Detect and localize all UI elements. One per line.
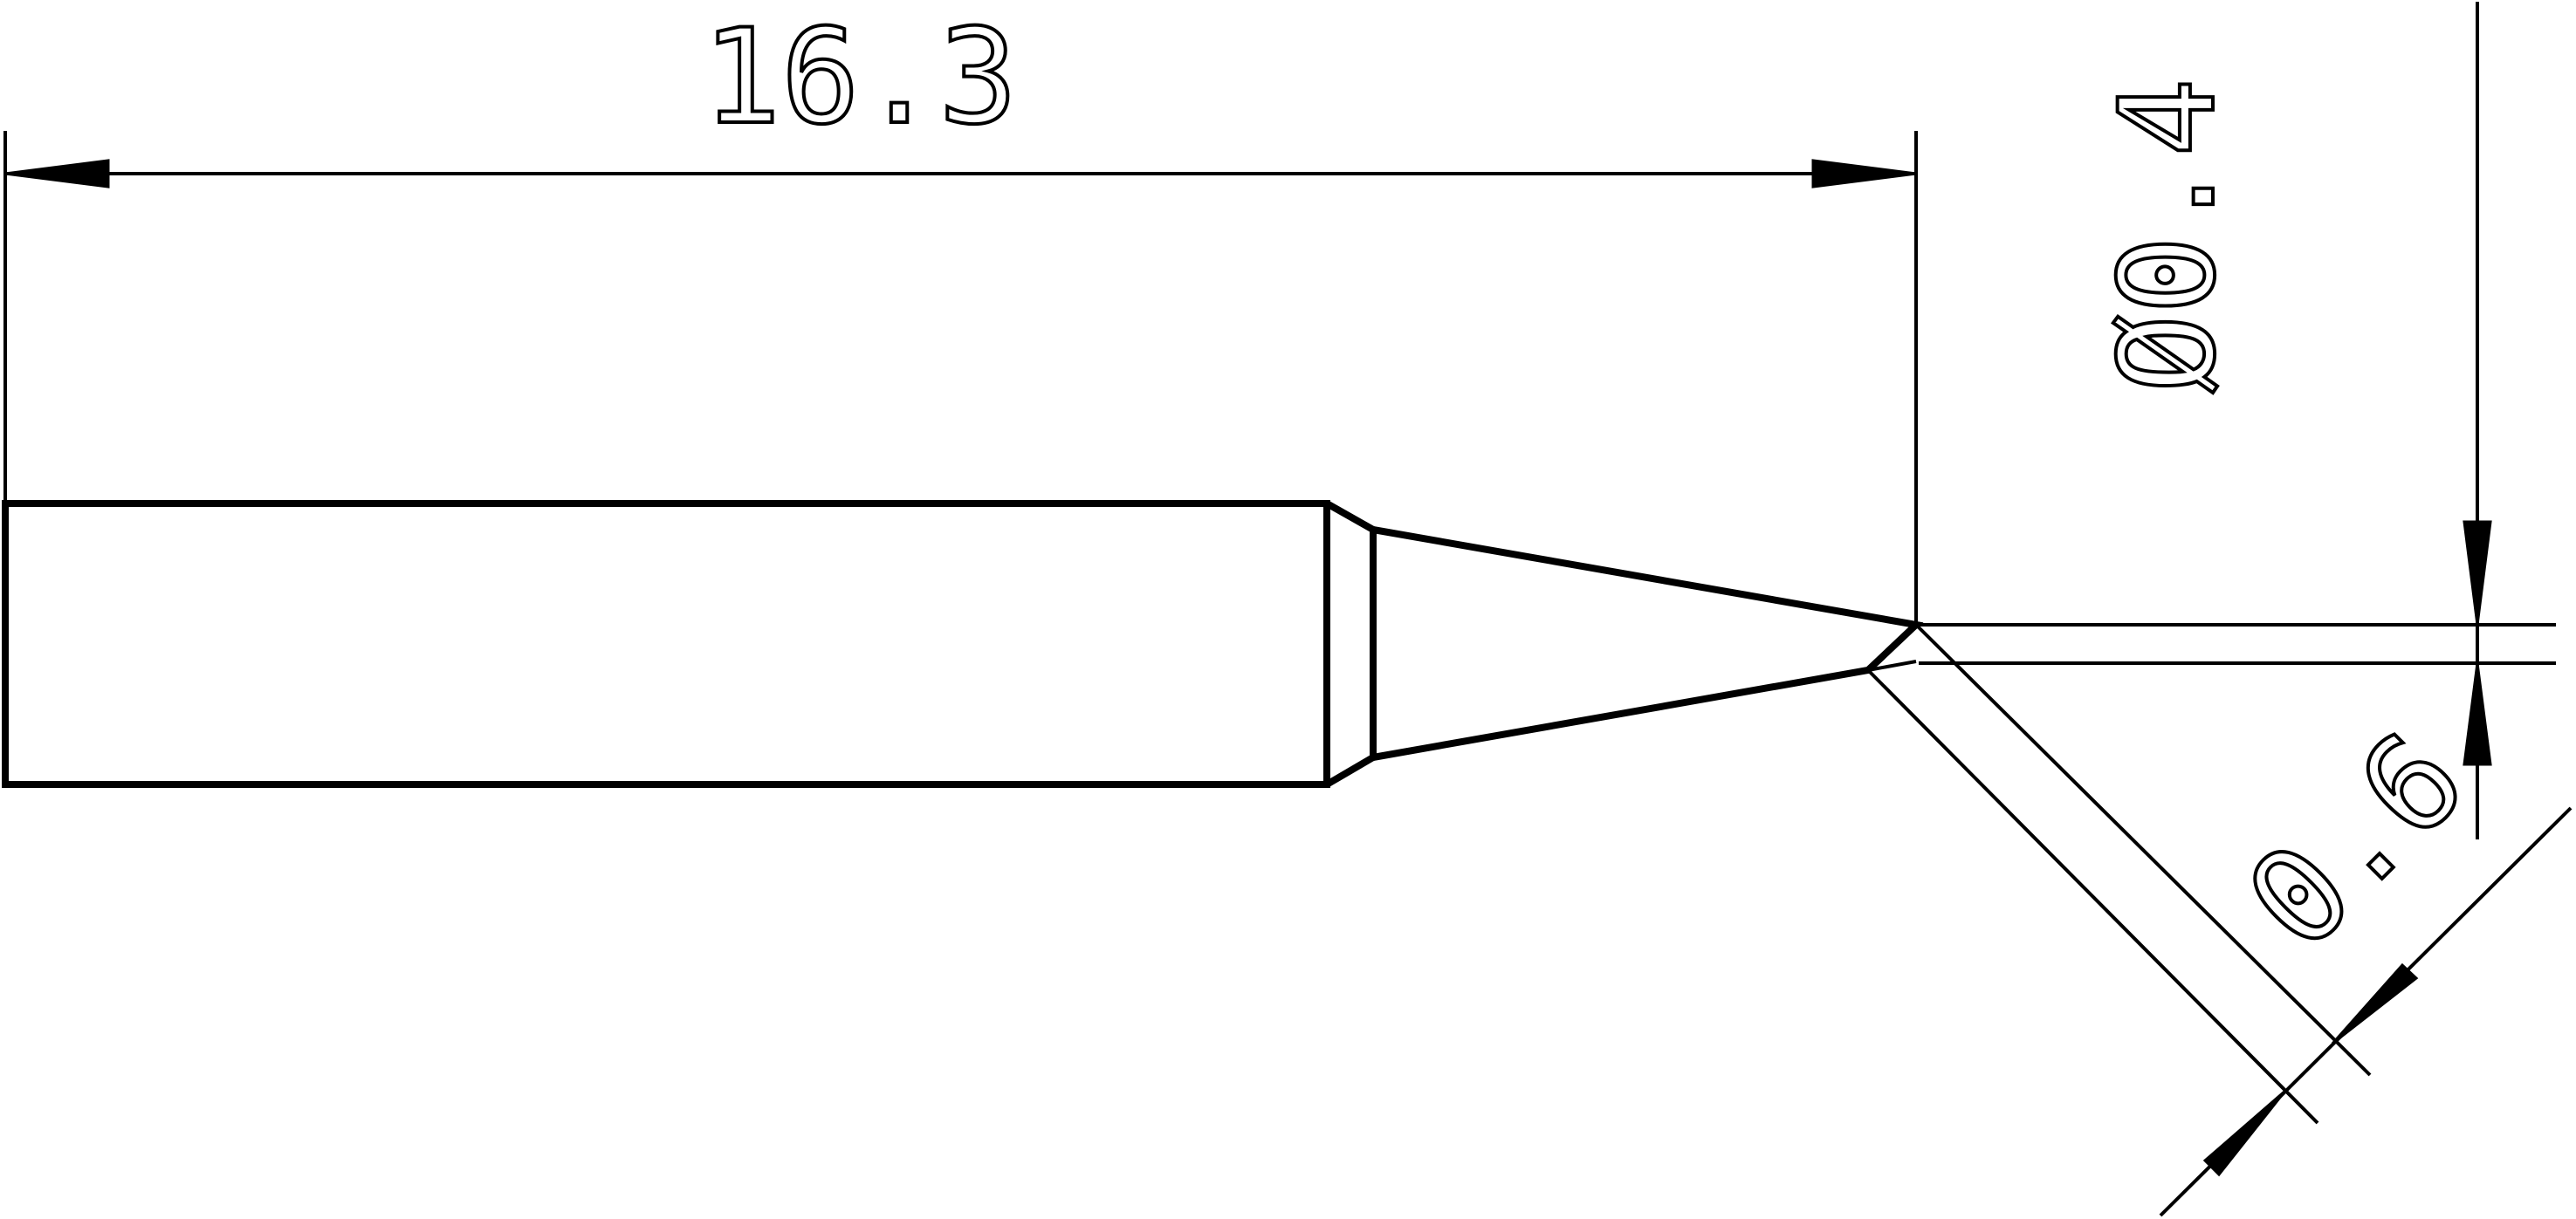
width-dimension xyxy=(1866,623,2573,1217)
arrow-down-icon xyxy=(2463,520,2492,626)
taper xyxy=(1372,526,1924,761)
arrow-right-icon xyxy=(1811,159,1917,188)
width-label: 0.6 xyxy=(2219,704,2494,979)
arrow-left-icon xyxy=(4,159,110,188)
arrow-diag-up-icon xyxy=(2331,962,2419,1045)
arrow-up-icon xyxy=(2463,662,2492,766)
diameter-label: Ø0.4 xyxy=(2092,78,2244,393)
arrow-diag-down-icon xyxy=(2202,1089,2287,1177)
shaft xyxy=(2,500,1330,788)
tip-body xyxy=(2,500,1924,788)
length-dimension xyxy=(3,131,1918,625)
collar xyxy=(1324,500,1377,788)
length-label: 16.3 xyxy=(702,2,1017,154)
